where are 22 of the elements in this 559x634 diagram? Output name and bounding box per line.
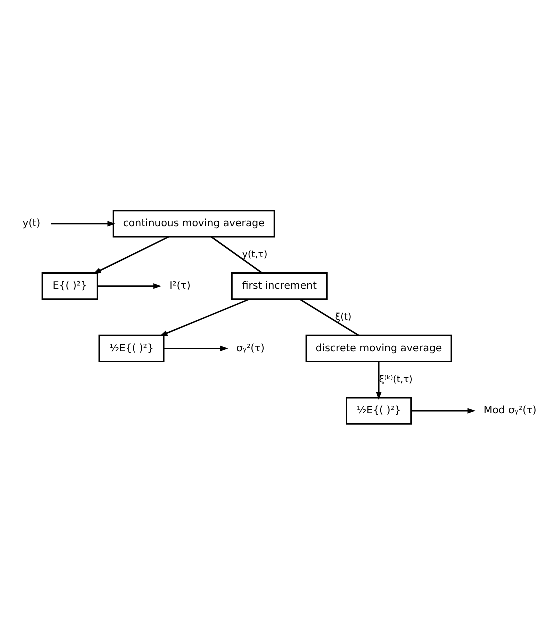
- arrow: [164, 345, 228, 351]
- node-text: Mod σᵧ²(τ): [484, 405, 537, 416]
- node-box: E{( )²}: [42, 272, 98, 300]
- edge-label: ξ(t): [335, 311, 352, 322]
- node-text: I²(τ): [170, 280, 191, 292]
- node-box: first increment: [231, 272, 328, 300]
- arrow: [51, 220, 116, 226]
- node-box: ½E{( )²}: [346, 396, 412, 424]
- edge-label: y(t,τ): [242, 249, 268, 260]
- arrow: [93, 236, 170, 274]
- arrow: [411, 408, 476, 414]
- node-text: σᵧ²(τ): [236, 342, 265, 354]
- arrow: [376, 362, 382, 400]
- arrow: [98, 283, 162, 289]
- connector: [300, 298, 360, 336]
- node-box: ½E{( )²}: [98, 334, 165, 362]
- node-text: y(t): [22, 218, 41, 230]
- node-box: continuous moving average: [112, 210, 276, 238]
- connector: [211, 236, 263, 274]
- arrow: [160, 298, 250, 336]
- edge-label: ξ⁽ᵏ⁾(t,τ): [379, 374, 413, 385]
- node-box: discrete moving average: [306, 334, 452, 362]
